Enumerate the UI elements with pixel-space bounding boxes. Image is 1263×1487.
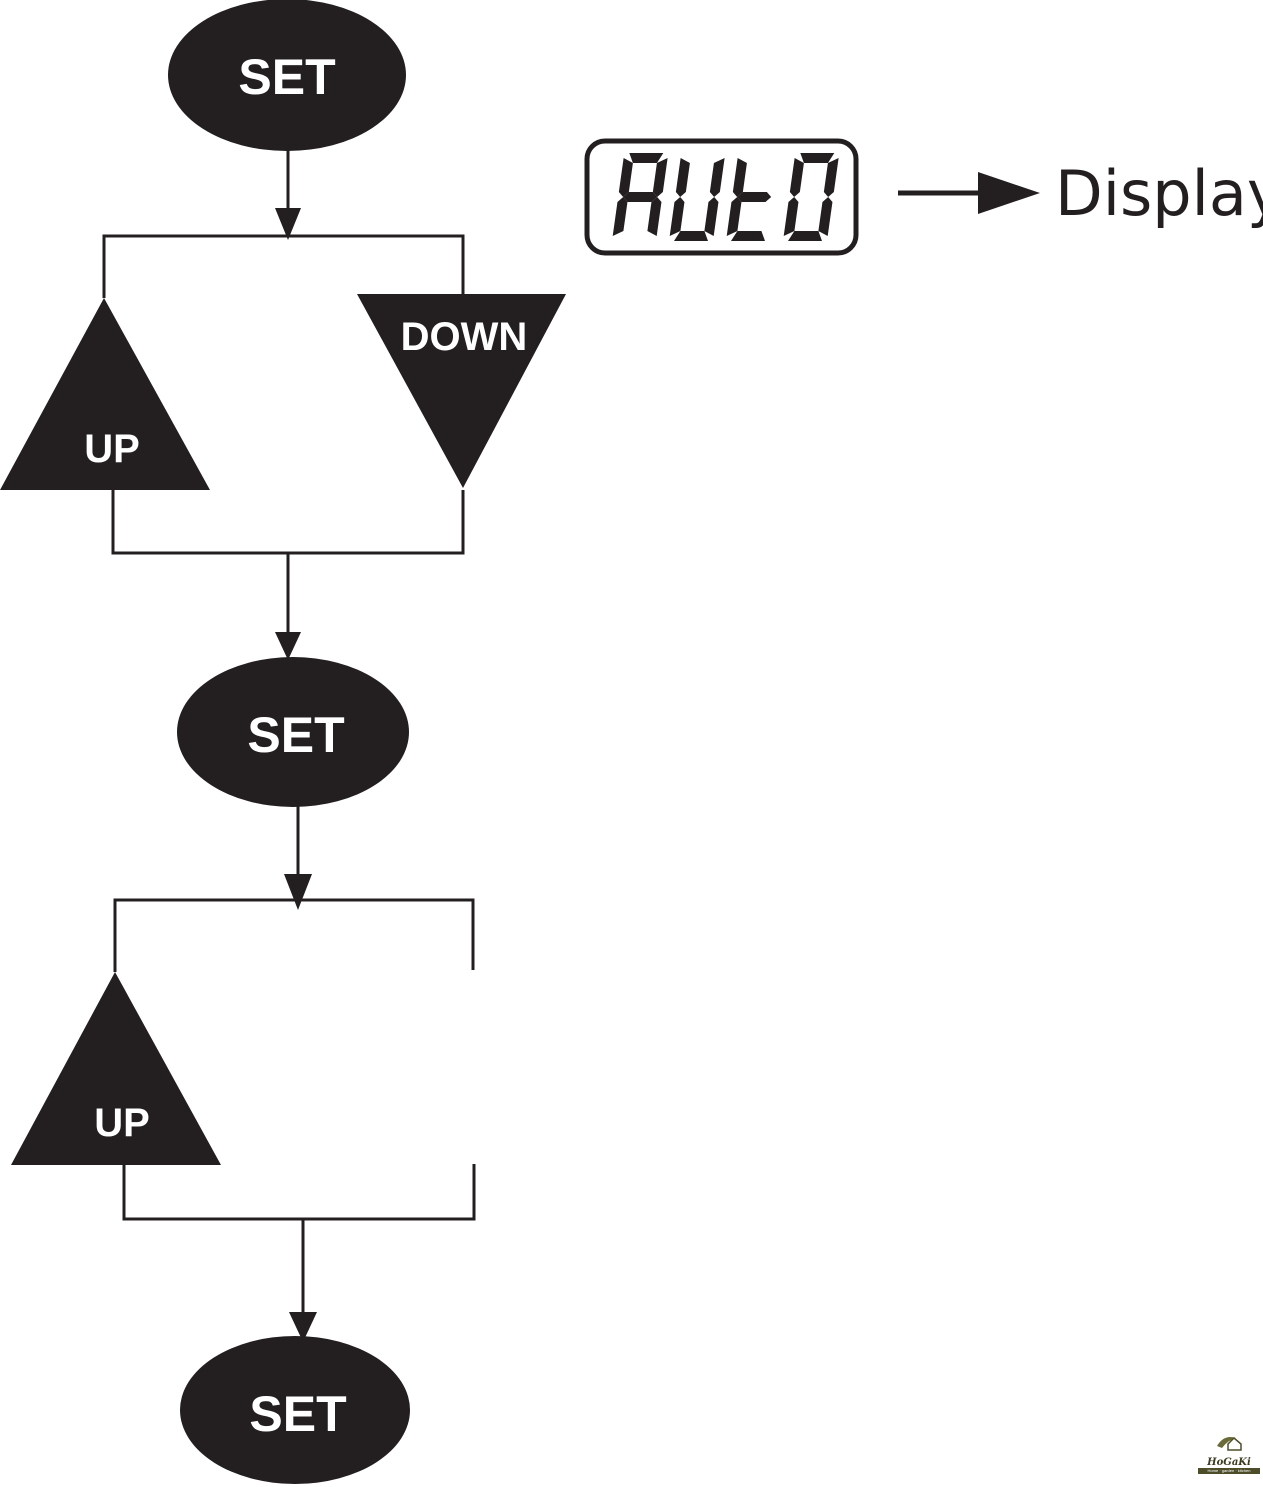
lcd-segment-t-f [732,158,747,197]
lcd-segment-t-e [726,197,742,236]
display-label: Display [1055,157,1263,230]
set-node-2-label: SET [247,707,344,763]
lcd-segment-A-a [629,153,664,163]
up-node-2: UP [11,972,221,1165]
branch-1-connectors [102,234,465,638]
arrow-head-to-set3 [289,1312,317,1342]
lcd-segment-A-g [623,192,658,202]
lcd-segment-O-c [818,197,833,236]
arrow-head-to-set2 [275,632,301,660]
lcd-segment-U-c [704,197,719,236]
set-node-3: SET [180,1336,410,1484]
leaf-house-icon [1217,1436,1242,1451]
arrow-to-display-label [898,172,1040,214]
up-node-1: UP [0,298,210,490]
lcd-segment-O-f [789,158,804,197]
lcd-segment-U-e [669,197,685,236]
down-node-1: DOWN [357,294,566,488]
lcd-segment-O-b [823,158,839,197]
lcd-display [584,138,859,256]
lcd-segment-U-b [709,158,725,197]
lcd-segment-U-f [675,158,690,197]
up-node-2-label: UP [94,1101,150,1145]
branch-2-connectors [113,898,476,1318]
lcd-segment-A-b [652,158,668,197]
set-node-1-label: SET [238,49,335,105]
lcd-segment-U-d [674,231,708,241]
set-node-1: SET [168,0,406,151]
lcd-segment-A-c [647,197,662,236]
lcd-segments [612,153,839,241]
lcd-segment-t-g [737,192,772,202]
set-node-2: SET [177,657,409,807]
arrow-set1-to-branch [275,150,301,240]
set-node-3-label: SET [249,1386,346,1442]
lcd-segment-t-d [731,231,765,241]
lcd-segment-O-a [800,153,835,163]
lcd-segment-A-e [612,197,628,236]
watermark-name: HoGaKi [1207,1457,1251,1468]
lcd-segment-A-f [618,158,633,197]
down-node-1-label: DOWN [401,315,528,359]
up-node-1-label: UP [84,427,140,471]
watermark-logo: HoGaKi Home · garden · kitchen [1198,1432,1260,1482]
lcd-segment-O-e [783,197,799,236]
watermark-tagline: Home · garden · kitchen [1198,1468,1260,1474]
lcd-segment-O-d [788,231,822,241]
arrow-set2-to-branch [284,806,312,910]
